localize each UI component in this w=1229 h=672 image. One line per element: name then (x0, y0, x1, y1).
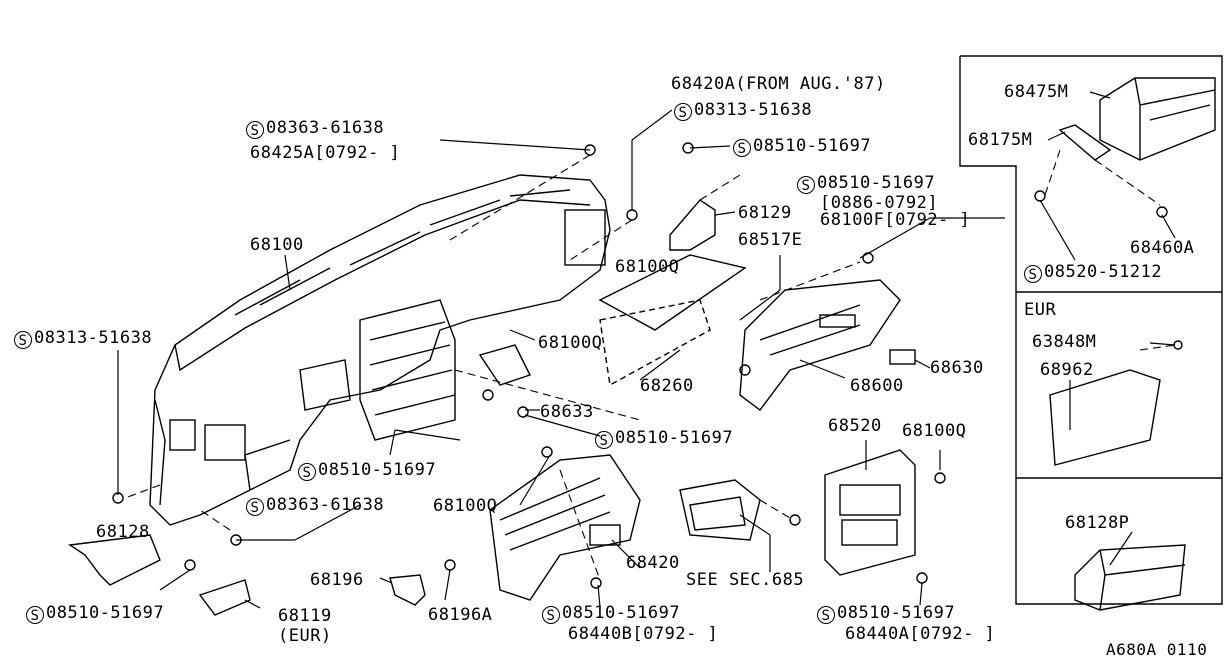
screw-symbol-icon: S (797, 176, 815, 194)
inset-box-outline (959, 55, 1223, 605)
label-68100Q-b: 68100Q (538, 333, 603, 353)
screw-marks (112, 142, 1183, 589)
console-68420 (489, 454, 641, 601)
screw-symbol-icon: S (817, 606, 835, 624)
bracket-68633 (478, 344, 531, 386)
bracket-68129 (669, 199, 716, 251)
label-68175M: 68175M (968, 130, 1033, 150)
screw-symbol-icon: S (246, 498, 264, 516)
label-68100Q-d: 68100Q (433, 496, 498, 516)
label-see-sec-685: SEE SEC.685 (686, 570, 805, 590)
instrument-panel-68100 (149, 174, 611, 526)
ashtray-assembly (679, 479, 761, 541)
lid-panel-68100Q (598, 254, 747, 331)
label-68119: 68119 (278, 606, 332, 626)
screw-symbol-icon: S (674, 103, 692, 121)
dashed-outline-68260 (599, 299, 711, 387)
label-68475M: 68475M (1004, 82, 1069, 102)
label-eur-box: EUR (1024, 300, 1057, 320)
label-68460A: 68460A (1130, 238, 1195, 258)
leader-lines (117, 91, 1176, 609)
reference-code: A680A 0110 (1106, 640, 1208, 659)
screw-symbol-icon: S (733, 139, 751, 157)
latch-68630 (889, 349, 916, 365)
label-68520: 68520 (828, 416, 882, 436)
label-68962: 68962 (1040, 360, 1094, 380)
label-68100Q-a: 68100Q (615, 257, 680, 277)
label-68440A: 68440A[0792- ] (845, 624, 996, 644)
label-68129: 68129 (738, 203, 792, 223)
screw-symbol-icon: S (1024, 265, 1042, 283)
bracket-68128 (68, 534, 161, 586)
bracket-68175M (1058, 124, 1112, 161)
label-68420A: 68420A(FROM AUG.'87) (671, 74, 886, 94)
finisher-panel-68520 (824, 449, 916, 576)
label-68128P: 68128P (1065, 513, 1130, 533)
screw-symbol-icon: S (298, 463, 316, 481)
cover-68962 (1049, 369, 1161, 466)
screw-symbol-icon: S (26, 606, 44, 624)
label-68196: 68196 (310, 570, 364, 590)
glove-box-68600 (739, 279, 901, 411)
label-68440B: 68440B[0792- ] (568, 624, 719, 644)
label-68128: 68128 (96, 522, 150, 542)
label-68600: 68600 (850, 376, 904, 396)
label-0886-0792: [0886-0792] (820, 193, 939, 213)
label-68100: 68100 (250, 235, 304, 255)
label-eur-paren: (EUR) (278, 626, 332, 646)
box-68128P (1074, 544, 1186, 611)
pocket-68475M (1099, 77, 1216, 161)
mat-68119 (198, 579, 251, 616)
label-68100Q-c: 68100Q (902, 421, 967, 441)
label-68517E: 68517E (738, 230, 803, 250)
label-63848M: 63848M (1032, 332, 1097, 352)
label-68100F: 68100F[0792- ] (820, 210, 971, 230)
label-68630: 68630 (930, 358, 984, 378)
label-68425A: 68425A[0792- ] (250, 143, 401, 163)
screw-symbol-icon: S (542, 606, 560, 624)
label-68260: 68260 (640, 376, 694, 396)
label-68633: 68633 (540, 402, 594, 422)
screw-symbol-icon: S (246, 121, 264, 139)
bracket-68196 (389, 574, 426, 606)
label-68196A: 68196A (428, 605, 493, 625)
dashed-assembly-lines (124, 149, 1176, 581)
label-68420: 68420 (626, 553, 680, 573)
screw-symbol-icon: S (14, 331, 32, 349)
screw-symbol-icon: S (595, 431, 613, 449)
